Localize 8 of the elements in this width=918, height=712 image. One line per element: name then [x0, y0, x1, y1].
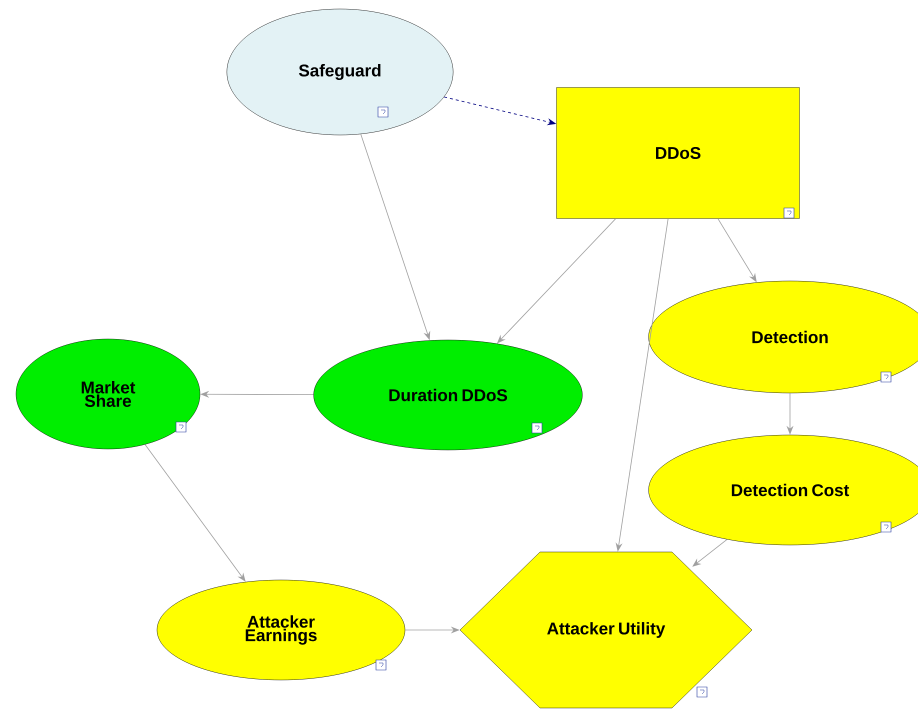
utility-hexagon: Attacker Utility: [460, 552, 752, 708]
decision-box: DDoS: [556, 87, 800, 219]
chance-node: Duration DDoS: [313, 340, 583, 450]
chance-node: Market Share: [16, 338, 200, 450]
chance-node: Detection: [648, 280, 918, 394]
chance-node: Safeguard: [226, 8, 454, 136]
chance-node: Attacker Earnings: [156, 580, 406, 680]
chance-node: Detection Cost: [648, 434, 918, 546]
